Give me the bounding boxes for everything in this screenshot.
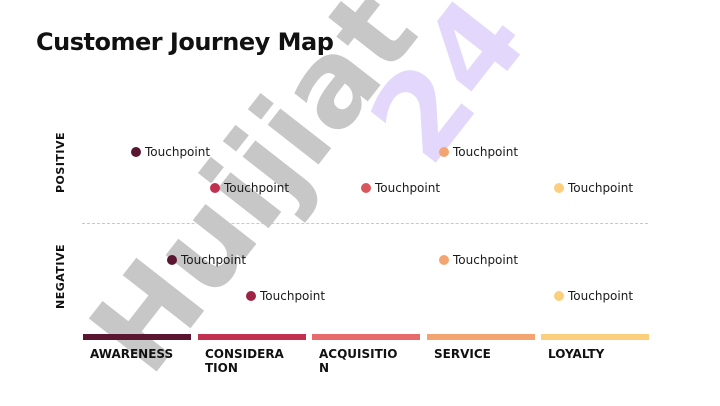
stage-bar-loyalty [541, 334, 649, 340]
touchpoint-label: Touchpoint [145, 145, 211, 159]
axis-label-positive: POSITIVE [54, 131, 67, 193]
stage-label-service: SERVICE [434, 347, 491, 361]
touchpoint-dot [554, 183, 564, 193]
touchpoint-dot [361, 183, 371, 193]
touchpoint-dot [210, 183, 220, 193]
touchpoint-dot [554, 291, 564, 301]
touchpoint[interactable]: Touchpoint [246, 289, 325, 303]
touchpoint-label: Touchpoint [568, 181, 634, 195]
touchpoint[interactable]: Touchpoint [167, 253, 246, 267]
touchpoint-label: Touchpoint [224, 181, 290, 195]
touchpoint[interactable]: Touchpoint [439, 253, 518, 267]
stage-label-awareness: AWARENESS [90, 347, 174, 361]
stage-label-consideration: CONSIDERATION [205, 347, 284, 375]
page-title: Customer Journey Map [36, 28, 334, 56]
touchpoint-dot [439, 147, 449, 157]
touchpoint-label: Touchpoint [453, 145, 519, 159]
stage-bar-awareness [83, 334, 191, 340]
touchpoint[interactable]: Touchpoint [554, 289, 633, 303]
touchpoint-dot [439, 255, 449, 265]
touchpoint[interactable]: Touchpoint [210, 181, 289, 195]
touchpoint[interactable]: Touchpoint [361, 181, 440, 195]
touchpoint-label: Touchpoint [375, 181, 441, 195]
touchpoint[interactable]: Touchpoint [554, 181, 633, 195]
touchpoint[interactable]: Touchpoint [131, 145, 210, 159]
touchpoint-dot [167, 255, 177, 265]
stage-bar-acquisition [312, 334, 420, 340]
stage-label-loyalty: LOYALTY [548, 347, 605, 361]
stage-bar-consideration [198, 334, 306, 340]
axis-label-negative: NEGATIVE [54, 243, 67, 309]
watermark-text-purple: 24 [343, 0, 553, 187]
stage-label-acquisition: ACQUISITION [319, 347, 398, 375]
touchpoint-dot [131, 147, 141, 157]
touchpoint-dot [246, 291, 256, 301]
touchpoint[interactable]: Touchpoint [439, 145, 518, 159]
sentiment-divider [82, 223, 648, 224]
touchpoint-label: Touchpoint [260, 289, 326, 303]
stage-bar-service [427, 334, 535, 340]
touchpoint-label: Touchpoint [181, 253, 247, 267]
touchpoint-label: Touchpoint [453, 253, 519, 267]
touchpoint-label: Touchpoint [568, 289, 634, 303]
